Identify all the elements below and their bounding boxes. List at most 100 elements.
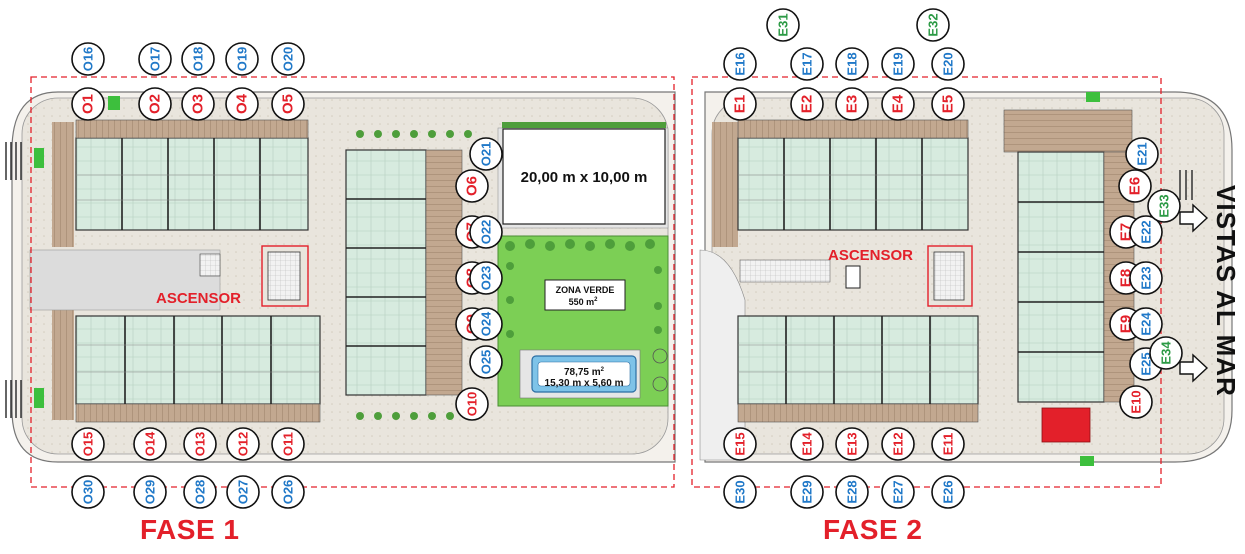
- unit-label-e19: E19: [881, 47, 915, 81]
- svg-text:O18: O18: [191, 47, 206, 72]
- unit-label-o1: O1: [71, 87, 105, 121]
- phase1-bottom-units: [75, 315, 321, 423]
- pool-dimensions: 15,30 m x 5,60 m: [545, 378, 624, 389]
- unit-label-o23: O23: [469, 261, 503, 295]
- phase2-elevator-label: ASCENSOR: [828, 247, 913, 264]
- svg-text:E27: E27: [891, 480, 906, 503]
- unit-label-o27: O27: [226, 475, 260, 509]
- svg-text:E11: E11: [941, 433, 956, 455]
- unit-label-e29: E29: [790, 475, 824, 509]
- unit-label-e18: E18: [835, 47, 869, 81]
- phase2-right-units: [1003, 109, 1135, 403]
- svg-text:E15: E15: [733, 432, 748, 455]
- svg-text:E32: E32: [926, 13, 941, 36]
- svg-text:E6: E6: [1127, 177, 1144, 195]
- svg-text:E4: E4: [890, 94, 907, 113]
- svg-text:O20: O20: [281, 47, 296, 72]
- svg-text:E26: E26: [941, 480, 956, 503]
- svg-text:O23: O23: [479, 266, 494, 291]
- svg-text:E1: E1: [732, 95, 749, 113]
- svg-text:E28: E28: [845, 480, 860, 503]
- unit-label-o25: O25: [469, 345, 503, 379]
- unit-label-e32: E32: [916, 8, 950, 42]
- svg-text:O28: O28: [193, 480, 208, 505]
- unit-label-o2: O2: [138, 87, 172, 121]
- unit-label-e11: E11: [931, 427, 965, 461]
- svg-text:E31: E31: [776, 13, 791, 36]
- svg-text:E23: E23: [1139, 266, 1154, 289]
- phase1-elevator: [261, 245, 309, 307]
- palm-trees: [356, 130, 662, 420]
- unit-label-o19: O19: [225, 42, 259, 76]
- unit-label-e21: E21: [1125, 137, 1159, 171]
- svg-text:E29: E29: [800, 480, 815, 503]
- svg-text:O25: O25: [479, 350, 494, 375]
- unit-label-e13: E13: [835, 427, 869, 461]
- unit-label-o4: O4: [225, 87, 259, 121]
- unit-label-e26: E26: [931, 475, 965, 509]
- unit-label-o3: O3: [181, 87, 215, 121]
- svg-text:E3: E3: [844, 95, 861, 113]
- svg-text:O13: O13: [193, 432, 208, 457]
- phase1-elevator-label: ASCENSOR: [156, 290, 241, 307]
- svg-text:O21: O21: [479, 142, 494, 167]
- svg-text:E19: E19: [891, 52, 906, 75]
- svg-text:E34: E34: [1159, 341, 1174, 365]
- court-label: 20,00 m x 10,00 m: [521, 169, 648, 186]
- phase2-title: FASE 2: [823, 514, 923, 545]
- green-zone-label: ZONA VERDE: [556, 285, 615, 295]
- unit-label-o26: O26: [271, 475, 305, 509]
- unit-label-o24: O24: [469, 307, 503, 341]
- phase1-middle-units: [345, 149, 463, 396]
- svg-text:O2: O2: [147, 94, 164, 114]
- svg-text:O30: O30: [81, 480, 96, 505]
- green-zone-area: 550 m2: [569, 297, 599, 307]
- svg-text:E30: E30: [733, 480, 748, 503]
- sea-arrow-bottom: [1179, 353, 1209, 383]
- svg-text:O14: O14: [143, 431, 158, 456]
- unit-label-e3: E3: [835, 87, 869, 121]
- svg-text:O16: O16: [81, 47, 96, 72]
- unit-label-e1: E1: [723, 87, 757, 121]
- svg-text:E17: E17: [800, 52, 815, 75]
- unit-label-e23: E23: [1129, 261, 1163, 295]
- svg-text:E5: E5: [940, 95, 957, 113]
- svg-text:E2: E2: [799, 95, 816, 113]
- unit-label-e33: E33: [1147, 189, 1181, 223]
- svg-text:O6: O6: [464, 176, 481, 196]
- unit-label-e16: E16: [723, 47, 757, 81]
- phase2-bottom-units: [737, 315, 979, 423]
- side-stairs: [5, 142, 1193, 418]
- phase1-outline: [30, 76, 675, 488]
- svg-text:E22: E22: [1139, 220, 1154, 243]
- svg-text:E33: E33: [1157, 194, 1172, 217]
- unit-label-o28: O28: [183, 475, 217, 509]
- phase1-title: FASE 1: [140, 514, 240, 545]
- svg-text:O26: O26: [281, 480, 296, 505]
- svg-text:O24: O24: [479, 311, 494, 336]
- unit-label-e22: E22: [1129, 215, 1163, 249]
- phase1-top-units: [75, 119, 309, 231]
- unit-label-o13: O13: [183, 427, 217, 461]
- unit-label-e5: E5: [931, 87, 965, 121]
- svg-text:E12: E12: [891, 432, 906, 455]
- svg-text:E13: E13: [845, 432, 860, 455]
- svg-text:O17: O17: [148, 47, 163, 72]
- svg-text:O15: O15: [81, 432, 96, 457]
- svg-text:E20: E20: [941, 52, 956, 75]
- unit-label-e30: E30: [723, 475, 757, 509]
- svg-text:E18: E18: [845, 52, 860, 75]
- unit-label-o18: O18: [181, 42, 215, 76]
- unit-label-e28: E28: [835, 475, 869, 509]
- svg-text:O22: O22: [479, 220, 494, 245]
- unit-label-e20: E20: [931, 47, 965, 81]
- svg-text:O5: O5: [280, 94, 297, 114]
- svg-text:E24: E24: [1139, 312, 1154, 336]
- unit-label-e17: E17: [790, 47, 824, 81]
- svg-text:O12: O12: [236, 432, 251, 457]
- unit-label-e15: E15: [723, 427, 757, 461]
- svg-text:E25: E25: [1139, 352, 1154, 375]
- svg-text:E16: E16: [733, 52, 748, 75]
